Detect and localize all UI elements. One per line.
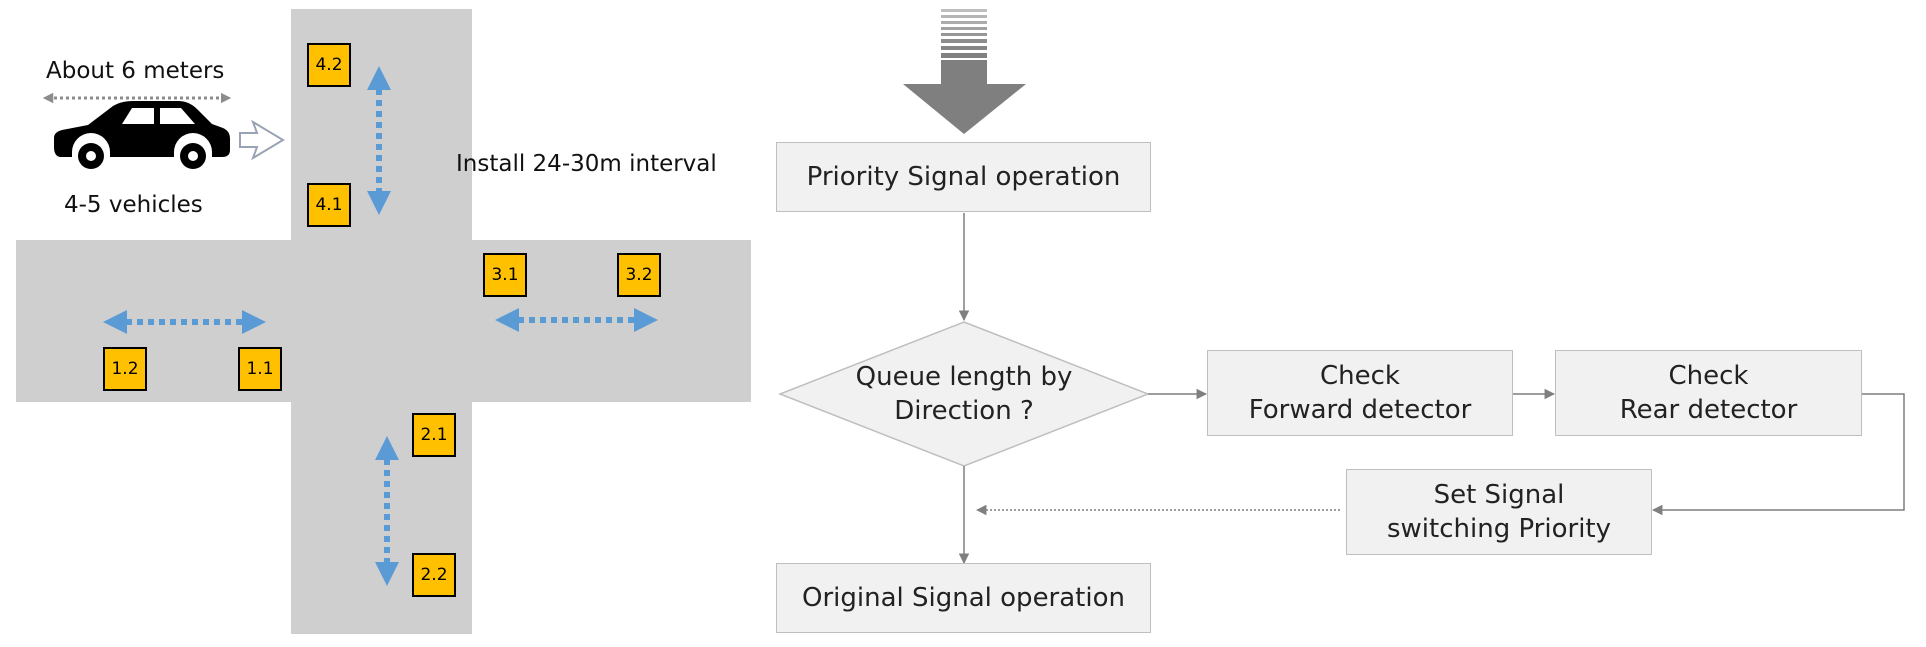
detector-3-2: 3.2 (617, 253, 661, 297)
check-forward-line-1: Check (1320, 361, 1400, 391)
set-priority-line-1: Set Signal (1433, 480, 1565, 510)
end-box-label: Original Signal operation (802, 583, 1125, 613)
connector-rear-to-priority (1651, 393, 1905, 516)
start-box-priority-signal: Priority Signal operation (776, 142, 1151, 212)
detector-3-1: 3.1 (483, 253, 527, 297)
vehicle-length-label: About 6 meters (46, 58, 225, 84)
set-signal-priority-box: Set Signal switching Priority (1346, 469, 1652, 555)
check-rear-line-1: Check (1668, 361, 1749, 391)
detector-2-2: 2.2 (412, 553, 456, 597)
car-icon (54, 101, 230, 169)
decision-label: Queue length by Direction ? (820, 360, 1108, 428)
detector-2-1: 2.1 (412, 413, 456, 457)
decision-label-line-1: Queue length by (855, 362, 1073, 392)
incoming-arrow-icon (903, 9, 1026, 134)
check-rear-line-2: Rear detector (1619, 395, 1798, 425)
check-forward-detector-box: Check Forward detector (1207, 350, 1513, 436)
set-priority-line-2: switching Priority (1386, 514, 1611, 544)
install-interval-label: Install 24-30m interval (456, 151, 717, 177)
check-rear-detector-box: Check Rear detector (1555, 350, 1862, 436)
start-box-label: Priority Signal operation (806, 162, 1121, 192)
decision-label-line-2: Direction ? (894, 396, 1034, 426)
direction-arrow-icon (239, 119, 285, 161)
detector-4-2: 4.2 (307, 43, 351, 87)
vehicle-count-label: 4-5 vehicles (64, 192, 203, 218)
end-box-original-signal: Original Signal operation (776, 563, 1151, 633)
detector-1-1: 1.1 (238, 347, 282, 391)
detector-1-2: 1.2 (103, 347, 147, 391)
detector-4-1: 4.1 (307, 183, 351, 227)
check-forward-line-2: Forward detector (1248, 395, 1472, 425)
